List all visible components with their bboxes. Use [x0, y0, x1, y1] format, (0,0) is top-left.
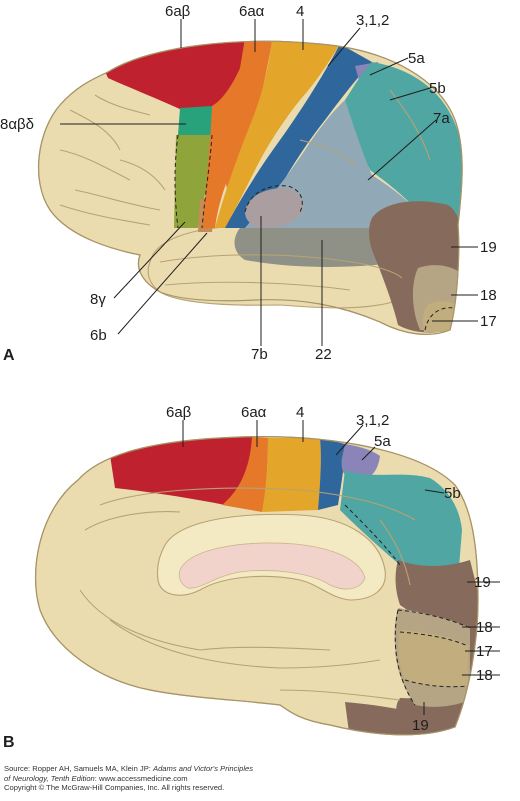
area-b-4-region	[262, 438, 321, 512]
label-a-8g: 8γ	[90, 291, 106, 308]
area-b-5b-region	[340, 470, 462, 580]
area-7b-region	[244, 188, 303, 228]
label-a-5a: 5a	[408, 50, 425, 67]
label-b-17: 17	[476, 643, 493, 660]
label-a-6aa: 6aα	[239, 3, 265, 20]
area-17-region	[422, 301, 463, 332]
label-a-7b: 7b	[251, 346, 268, 363]
label-a-17: 17	[480, 313, 497, 330]
area-8abd-region	[178, 106, 215, 135]
label-a-312: 3,1,2	[356, 12, 389, 29]
panel-a-leader-lines	[60, 19, 478, 346]
label-b-312: 3,1,2	[356, 412, 389, 429]
area-5b-region	[345, 62, 463, 230]
label-b-18b: 18	[476, 667, 493, 684]
copyright-line: Copyright © The McGraw-Hill Companies, I…	[4, 783, 225, 793]
area-b-19-lower-region	[345, 702, 460, 735]
panel-a-lateral-view: 6aβ 6aα 4 3,1,2 5a 5b 7a 8αβδ 19 18 17 8…	[0, 3, 497, 364]
panel-b-letter: B	[3, 734, 15, 751]
source-citation: Source: Ropper AH, Samuels MA, Klein JP:…	[4, 764, 253, 793]
label-a-22: 22	[315, 346, 332, 363]
panel-b-leader-lines	[182, 420, 500, 715]
panel-a-letter: A	[3, 347, 15, 364]
panel-b-medial-view: 6aβ 6aα 4 3,1,2 5a 5b 19 18 17 18 19 B	[3, 404, 500, 751]
label-b-4: 4	[296, 404, 304, 421]
panel-b-dashed-outlines	[344, 504, 471, 706]
area-312-region	[225, 44, 372, 228]
area-6aa-lower-region	[203, 41, 270, 228]
area-b-312-region	[318, 438, 345, 510]
label-a-7a: 7a	[433, 110, 450, 127]
lateral-ventricle	[178, 542, 366, 590]
panel-b-brain-outline-stroke	[34, 436, 479, 736]
panel-a-17-dashed-outline	[424, 307, 456, 331]
area-b-17-region	[398, 630, 468, 687]
label-a-4: 4	[296, 3, 304, 20]
brain-figure: 6aβ 6aα 4 3,1,2 5a 5b 7a 8αβδ 19 18 17 8…	[0, 3, 500, 751]
source-line-1: Source: Ropper AH, Samuels MA, Klein JP:…	[4, 764, 254, 773]
label-b-5a: 5a	[374, 433, 391, 450]
panel-a-7b-dashed-outline	[244, 185, 303, 213]
label-a-18: 18	[480, 287, 497, 304]
label-b-18a: 18	[476, 619, 493, 636]
panel-b-sulci	[79, 487, 416, 701]
panel-a-brain-outline-stroke	[38, 40, 463, 335]
label-b-6ab: 6aβ	[166, 404, 192, 421]
area-22-region	[234, 228, 405, 267]
label-b-6aa: 6aα	[241, 404, 267, 421]
label-b-5b: 5b	[444, 485, 461, 502]
label-a-8abd: 8αβδ	[0, 116, 34, 133]
panel-a-sulci	[59, 89, 431, 291]
label-a-5b: 5b	[429, 80, 446, 97]
label-a-6ab: 6aβ	[165, 3, 191, 20]
source-line-2: of Neurology, Tenth Edition: www.accessm…	[4, 773, 188, 783]
label-b-19b: 19	[412, 717, 429, 734]
area-8g-region	[174, 135, 215, 228]
panel-a-8g-dashed-outline	[174, 134, 213, 229]
label-b-19a: 19	[474, 574, 491, 591]
area-4-region	[215, 41, 340, 228]
label-a-19: 19	[480, 239, 497, 256]
area-b-6aa-region	[222, 437, 268, 512]
label-a-6b: 6b	[90, 327, 107, 344]
